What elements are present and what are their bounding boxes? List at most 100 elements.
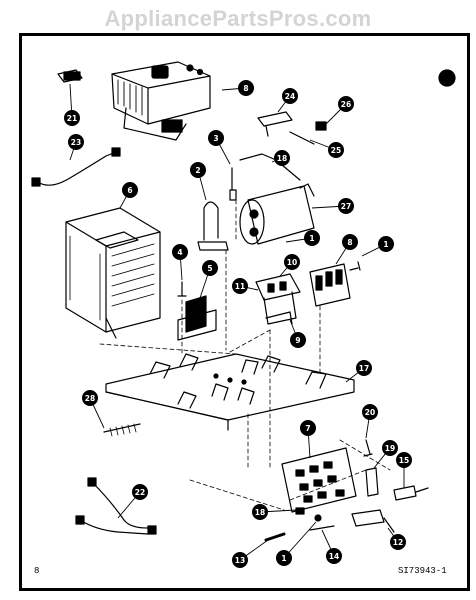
callout-18: 18: [252, 504, 268, 520]
callout-badge: [378, 236, 394, 252]
callout-number: 21: [67, 114, 77, 123]
callout-number: 6: [127, 186, 132, 195]
diode-part: [239, 153, 301, 181]
callout-badge: [304, 230, 320, 246]
guide-lines: [99, 199, 391, 511]
callout-badge: [64, 110, 80, 126]
callout-number: 13: [235, 556, 245, 565]
callout-number: 10: [287, 258, 297, 267]
callout-22: 22: [132, 484, 148, 500]
callout-badge: [122, 182, 138, 198]
magnetron-part: [111, 61, 211, 141]
callout-20: 20: [362, 404, 378, 420]
callout-badge: [396, 452, 412, 468]
callout-number: 12: [393, 538, 403, 547]
callout-number: 7: [305, 424, 310, 433]
part-13: [264, 532, 286, 542]
callout-number: 28: [85, 394, 95, 403]
callout-19: 19: [382, 440, 398, 456]
callout-badge: [132, 484, 148, 500]
callout-12: 12: [390, 534, 406, 550]
callout-1: 1: [304, 230, 320, 246]
callout-7: 7: [300, 420, 316, 436]
callout-number: 11: [235, 282, 245, 291]
callout-badge: [232, 552, 248, 568]
part-14: [309, 525, 335, 531]
callout-1: 1: [276, 550, 292, 566]
callout-number: 20: [365, 408, 375, 417]
callout-28: 28: [82, 390, 98, 406]
callout-badge: [252, 504, 268, 520]
bracket-part-5: [177, 295, 217, 341]
callout-badge: [338, 198, 354, 214]
callout-badge: [382, 440, 398, 456]
callout-badge: [276, 550, 292, 566]
callout-14: 14: [326, 548, 342, 564]
callout-27: 27: [338, 198, 354, 214]
callout-badge: [232, 278, 248, 294]
callout-number: 26: [341, 100, 351, 109]
callout-number: 25: [331, 146, 341, 155]
callout-badge: [172, 244, 188, 260]
callout-number: 2: [195, 166, 200, 175]
callout-25: 25: [328, 142, 344, 158]
callout-10: 10: [284, 254, 300, 270]
callout-badge: [68, 134, 84, 150]
callout-9: 9: [290, 332, 306, 348]
callout-badge: [390, 534, 406, 550]
callout-26: 26: [338, 96, 354, 112]
callout-badge: [190, 162, 206, 178]
callout-badge: [300, 420, 316, 436]
callout-number: 15: [399, 456, 409, 465]
callout-number: 27: [341, 202, 351, 211]
control-board-part: [281, 447, 357, 513]
callout-21: 21: [64, 110, 80, 126]
callout-leader-line: [283, 521, 317, 559]
page-number: 8: [34, 566, 40, 576]
callout-badge: [238, 80, 254, 96]
callout-number: 4: [177, 248, 182, 257]
callout-badge: [362, 404, 378, 420]
callout-3: 3: [208, 130, 224, 146]
callout-badge: [328, 142, 344, 158]
callout-number: 5: [207, 264, 212, 273]
fuse-part-19: [365, 467, 379, 497]
base-plate-part: [105, 353, 355, 431]
screw-part: [177, 281, 187, 297]
screw-28-part: [103, 423, 141, 437]
callout-badge: [284, 254, 300, 270]
callout-number: 3: [213, 134, 218, 143]
callout-number: 1: [309, 234, 314, 243]
callout-5: 5: [202, 260, 218, 276]
callout-number: 24: [285, 92, 295, 101]
callout-number: 8: [243, 84, 248, 93]
fuse-holder-part: [57, 69, 83, 83]
callout-badge: [338, 96, 354, 112]
callout-number: 8: [347, 238, 352, 247]
relay-part: [309, 263, 359, 307]
callout-number: 9: [295, 336, 300, 345]
callout-4: 4: [172, 244, 188, 260]
callout-17: 17: [356, 360, 372, 376]
callout-badge: [282, 88, 298, 104]
callout-number: 22: [135, 488, 145, 497]
drawing-number: SI73943-1: [398, 566, 447, 576]
callout-2: 2: [190, 162, 206, 178]
diagram-frame: [19, 33, 470, 591]
part-12: [351, 509, 385, 527]
callout-badge: [82, 390, 98, 406]
watermark-text: AppliancePartsPros.com: [104, 6, 372, 31]
callout-badge: [356, 360, 372, 376]
callout-11: 11: [232, 278, 248, 294]
callout-8: 8: [238, 80, 254, 96]
callout-number: 23: [71, 138, 81, 147]
callout-24: 24: [282, 88, 298, 104]
callout-8: 8: [342, 234, 358, 250]
switch-assembly-part: [255, 273, 301, 325]
callout-badge: [208, 130, 224, 146]
callout-1: 1: [378, 236, 394, 252]
callout-6: 6: [122, 182, 138, 198]
callout-number: 1: [281, 554, 286, 563]
capacitor-part: [239, 183, 315, 245]
